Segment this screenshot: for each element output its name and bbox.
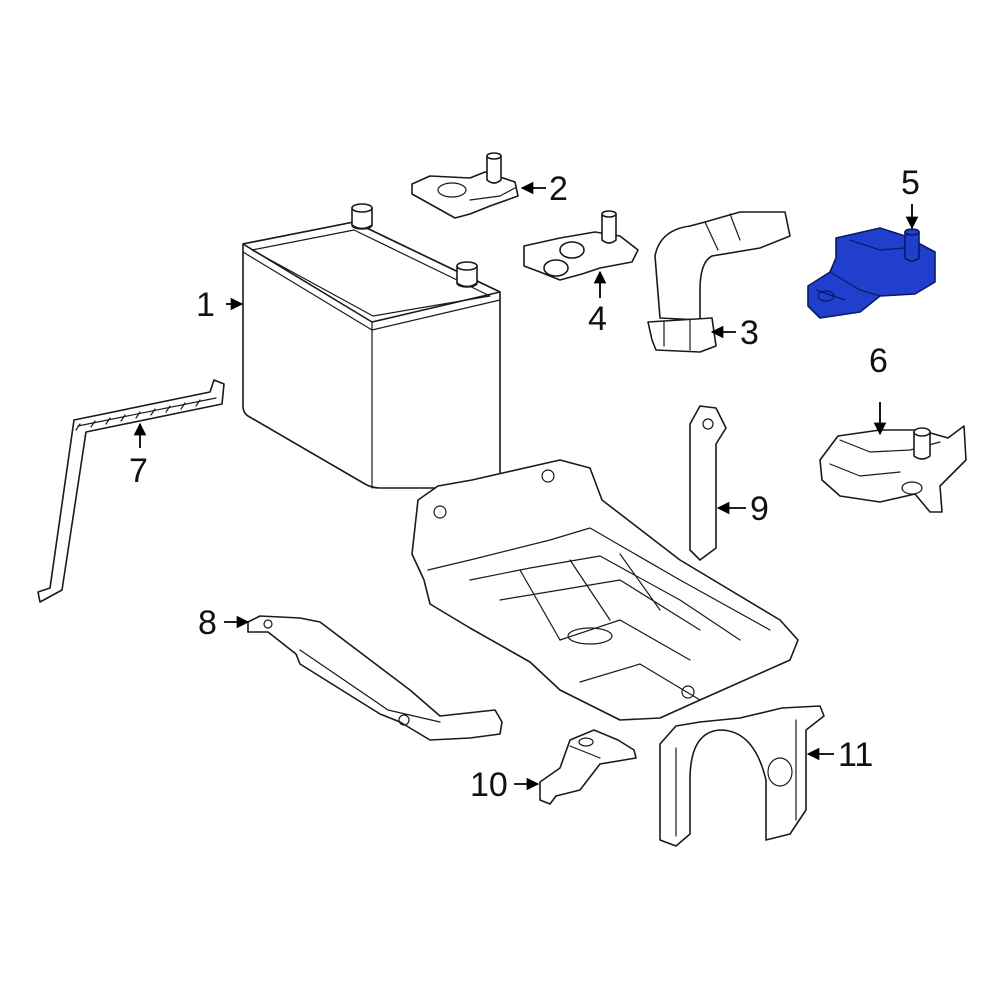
tray-bracket-part[interactable] bbox=[247, 615, 503, 741]
callout-9: 9 bbox=[750, 490, 769, 528]
callout-2: 2 bbox=[549, 170, 568, 208]
fuse-box-part[interactable] bbox=[819, 425, 967, 513]
negative-terminal-part[interactable] bbox=[523, 210, 639, 281]
battery-hold-down-part[interactable] bbox=[37, 379, 225, 603]
support-bracket-part[interactable] bbox=[659, 705, 825, 847]
callout-6: 6 bbox=[869, 342, 888, 380]
callout-3: 3 bbox=[740, 314, 759, 352]
callout-5: 5 bbox=[901, 164, 920, 202]
callout-1: 1 bbox=[196, 286, 215, 324]
callout-11: 11 bbox=[838, 736, 873, 774]
callout-10: 10 bbox=[470, 766, 508, 804]
callout-8: 8 bbox=[198, 604, 217, 642]
callout-4: 4 bbox=[588, 300, 607, 338]
battery-tray-part[interactable] bbox=[411, 405, 799, 721]
terminal-cover-part[interactable] bbox=[647, 211, 791, 353]
positive-terminal-part[interactable] bbox=[411, 152, 519, 219]
callout-7: 7 bbox=[129, 452, 148, 490]
small-bracket-part[interactable] bbox=[539, 729, 637, 805]
fusible-link-block-part[interactable] bbox=[807, 227, 936, 319]
battery-part[interactable] bbox=[242, 203, 501, 490]
